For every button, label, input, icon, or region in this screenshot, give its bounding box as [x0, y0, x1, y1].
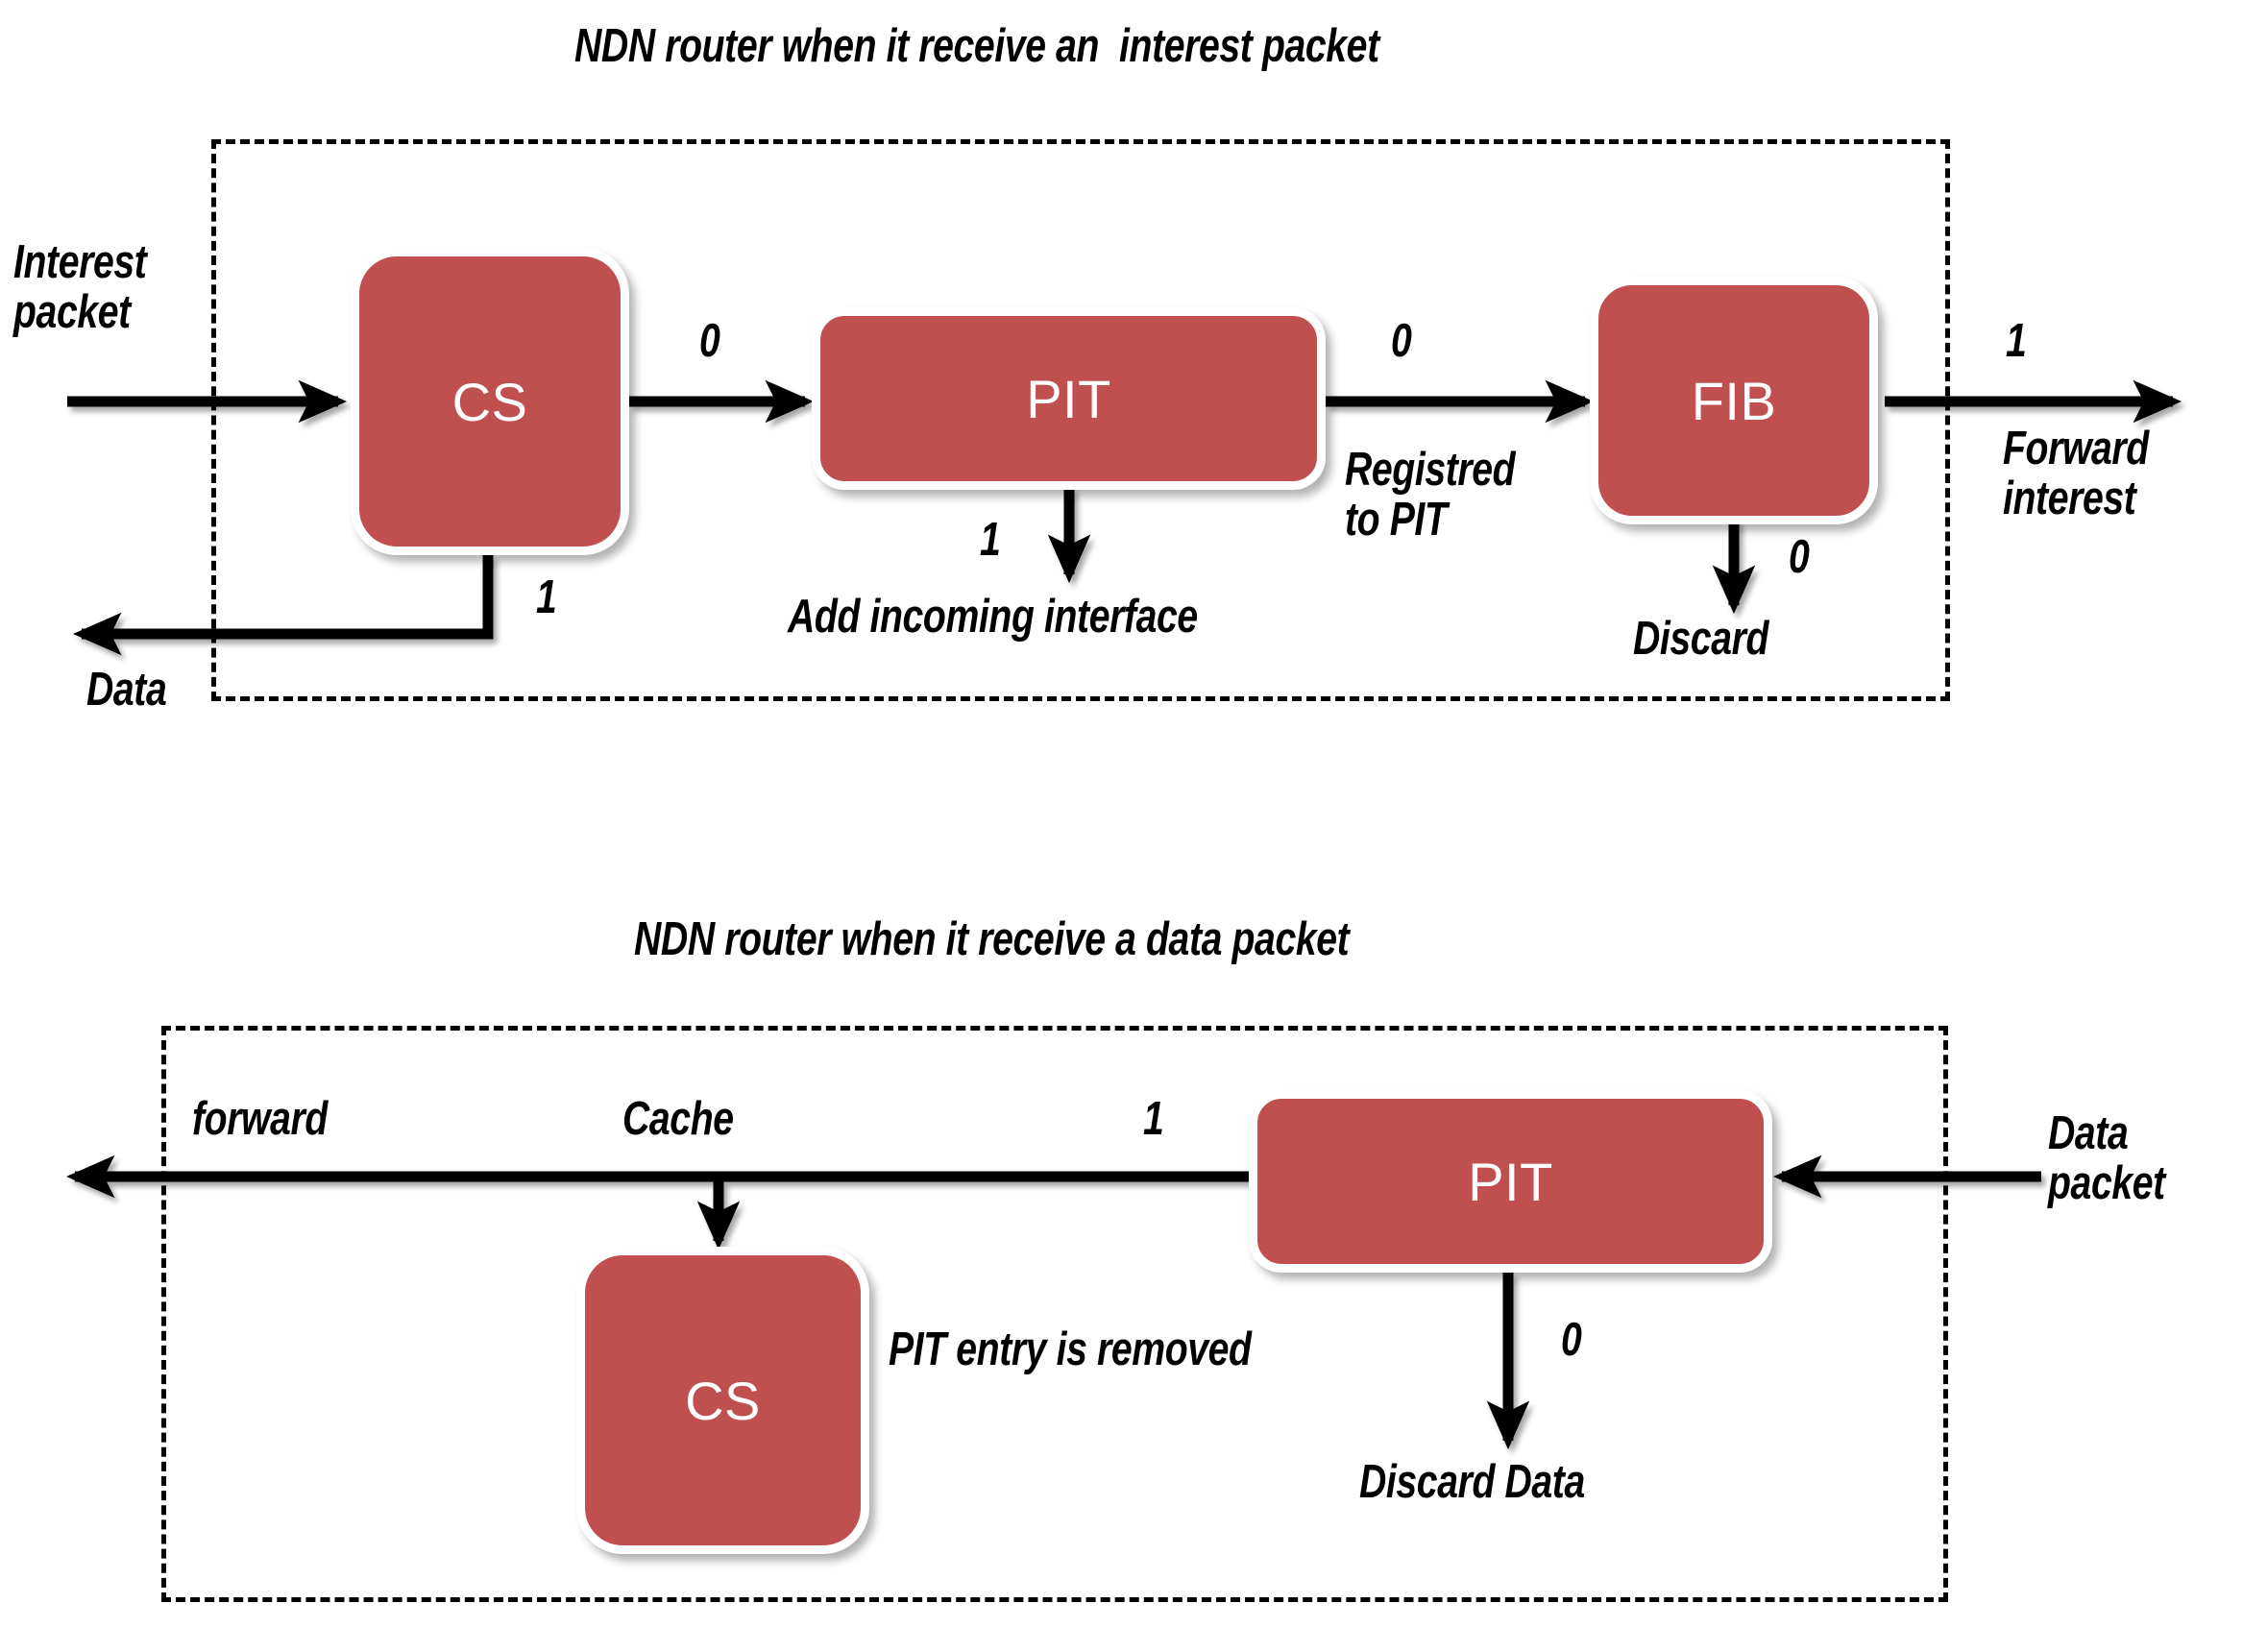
- label-cs-to-pit-flag: 0: [699, 315, 720, 367]
- label-pit-miss-flag: 0: [1561, 1314, 1582, 1366]
- panel-interest-border: [211, 139, 1950, 701]
- panel-data-border: [161, 1026, 1948, 1602]
- node-pit-interest[interactable]: PIT: [812, 307, 1326, 490]
- label-add-incoming-interface: Add incoming interface: [788, 591, 1198, 643]
- label-forward: forward: [192, 1093, 328, 1145]
- node-cs-interest[interactable]: CS: [351, 248, 629, 555]
- node-pit-data[interactable]: PIT: [1249, 1090, 1772, 1273]
- label-discard-data: Discard Data: [1359, 1456, 1585, 1508]
- label-fib-miss-flag: 0: [1789, 531, 1810, 583]
- panel-interest-title: NDN router when it receive an interest p…: [574, 20, 1379, 72]
- node-fib-interest[interactable]: FIB: [1590, 277, 1878, 524]
- label-pit-hit-flag-data: 1: [1143, 1093, 1164, 1145]
- label-pit-entry-removed: PIT entry is removed: [889, 1324, 1252, 1375]
- label-cs-hit-flag: 1: [536, 571, 557, 623]
- label-pit-to-fib-flag: 0: [1391, 315, 1412, 367]
- label-data-out: Data: [86, 664, 167, 716]
- label-pit-hit-flag: 1: [980, 514, 1001, 566]
- node-cs-data[interactable]: CS: [576, 1247, 869, 1554]
- label-discard: Discard: [1633, 613, 1769, 665]
- panel-data-title: NDN router when it receive a data packet: [634, 913, 1350, 965]
- label-fib-forward-flag: 1: [2006, 315, 2027, 367]
- label-cache: Cache: [622, 1093, 734, 1145]
